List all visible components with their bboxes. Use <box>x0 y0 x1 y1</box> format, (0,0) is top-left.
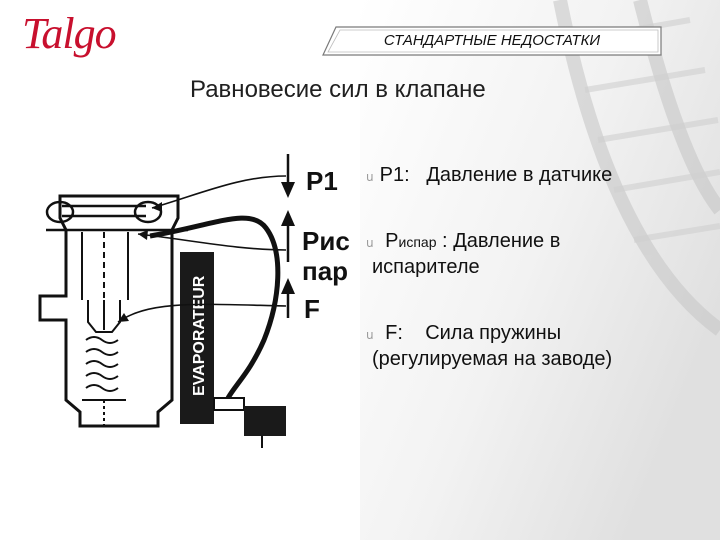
bullet-text: Давление в <box>453 230 561 252</box>
slide-title: Равновесие сил в клапане <box>190 76 486 103</box>
label-f: F <box>304 294 320 324</box>
bullet-marker: u <box>366 236 374 250</box>
bullet-text-line2: (регулируемая на заводе) <box>372 348 613 370</box>
sensor-bulb <box>213 397 286 448</box>
header-tab-shape <box>322 26 662 56</box>
talgo-logo: Talgo <box>22 9 117 58</box>
evaporator-block <box>180 252 214 424</box>
bullet-label: P1: <box>379 164 410 186</box>
bullet-text-line2: испарителе <box>372 256 480 278</box>
capillary-tube <box>149 215 281 400</box>
bullet-text: Сила пружины <box>425 322 562 344</box>
bullet-p1: u P1: Давление в датчике <box>366 162 612 190</box>
label-p1: P1 <box>306 166 338 196</box>
section-title: СТАНДАРТНЫЕ НЕДОСТАТКИ <box>383 32 601 49</box>
bullet-pisp-line2: испарителе <box>372 254 480 280</box>
diaphragm <box>45 194 188 232</box>
force-arrows <box>281 154 295 318</box>
callout-lines <box>117 175 287 323</box>
bullet-f: u F: Сила пружины <box>366 320 561 348</box>
bullet-text: Давление в датчике <box>426 164 613 186</box>
bullet-label-sub: испар <box>398 234 437 250</box>
label-pisp-line2: пар <box>302 256 349 286</box>
bullet-label-suffix: : <box>436 230 448 252</box>
bullet-marker: u <box>366 328 374 342</box>
valve-body <box>38 194 180 428</box>
spring <box>82 336 126 430</box>
bullet-marker: u <box>366 170 374 184</box>
evaporator-label: EVAPORATEUR <box>191 275 208 396</box>
bullet-label: F: <box>385 322 403 344</box>
bullet-f-line2: (регулируемая на заводе) <box>372 346 612 372</box>
bullet-label: P <box>385 230 399 252</box>
bullet-pisp: u Pиспар : Давление в <box>366 228 560 256</box>
label-pisp-line1: Рис <box>302 226 350 256</box>
